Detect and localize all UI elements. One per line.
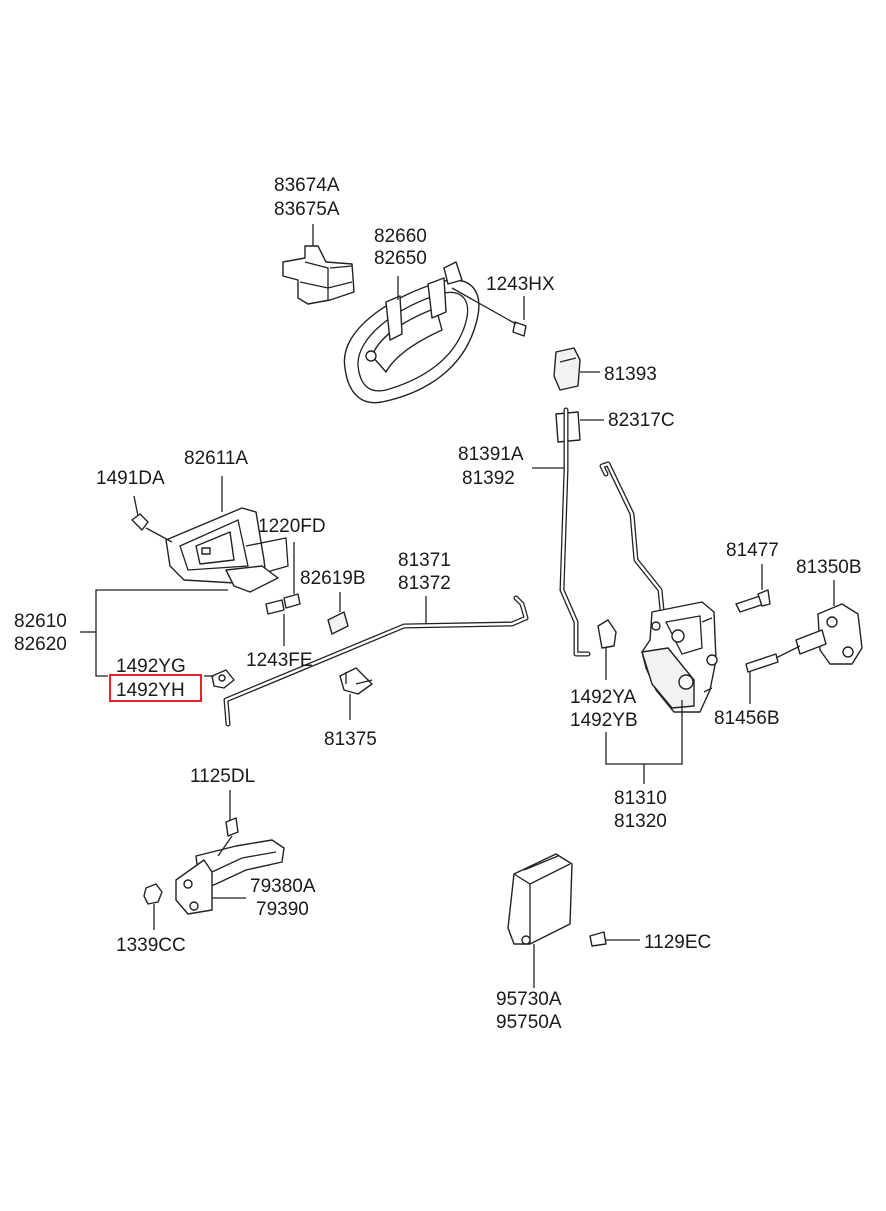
part-81393-clip[interactable]: [553, 347, 600, 391]
label-83674a: 83674A: [274, 175, 340, 196]
part-81375-clip[interactable]: [339, 667, 373, 720]
label-81456b: 81456B: [714, 708, 780, 729]
part-81310-door-latch[interactable]: [641, 601, 718, 713]
label-1492yg: 1492YG: [116, 656, 186, 677]
part-1243fe-screw[interactable]: [265, 599, 285, 646]
part-82611a-inside-handle[interactable]: [165, 476, 289, 593]
label-81375: 81375: [324, 729, 377, 750]
part-81391a-rod[interactable]: [532, 407, 591, 657]
label-1220fd: 1220FD: [258, 516, 326, 537]
part-82619b-pad[interactable]: [327, 592, 349, 635]
label-1243fe: 1243FE: [246, 650, 313, 671]
label-81350b: 81350B: [796, 557, 862, 578]
label-82620: 82620: [14, 634, 67, 655]
leader-81310: [605, 700, 683, 784]
label-82317c: 82317C: [608, 410, 675, 431]
part-82660-outside-handle[interactable]: [343, 261, 480, 404]
label-81391a: 81391A: [458, 444, 524, 465]
label-1492ya: 1492YA: [570, 687, 637, 708]
label-95750a: 95750A: [496, 1012, 562, 1033]
label-82660: 82660: [374, 226, 427, 247]
label-81310: 81310: [614, 788, 667, 809]
label-1129ec: 1129EC: [644, 932, 711, 953]
label-95730a: 95730A: [496, 989, 562, 1010]
part-1339cc-nut[interactable]: [143, 883, 163, 930]
label-82619b: 82619B: [300, 568, 366, 589]
label-79390: 79390: [256, 899, 309, 920]
part-1492yg-clip[interactable]: [204, 669, 235, 689]
part-83674a-cover[interactable]: [282, 224, 355, 305]
label-81371: 81371: [398, 550, 451, 571]
label-81372: 81372: [398, 573, 451, 594]
part-81477-bolt[interactable]: [735, 564, 771, 613]
part-95730a-module[interactable]: [507, 853, 573, 988]
part-81350b-striker[interactable]: [795, 580, 863, 665]
label-1491da: 1491DA: [96, 468, 165, 489]
highlight-box-1492yh: [109, 674, 202, 702]
part-81371-rod[interactable]: [223, 595, 529, 727]
part-79380a-door-checker[interactable]: [175, 790, 285, 915]
part-1492ya-clip[interactable]: [597, 619, 617, 680]
part-1220fd-screw[interactable]: [283, 542, 301, 609]
label-83675a: 83675A: [274, 199, 340, 220]
label-82610: 82610: [14, 611, 67, 632]
part-lock-link-rod[interactable]: [599, 461, 665, 613]
label-1125dl: 1125DL: [190, 766, 255, 787]
label-1243hx: 1243HX: [486, 274, 555, 295]
label-1492yh[interactable]: 1492YH: [116, 680, 185, 701]
label-1492yb: 1492YB: [570, 710, 638, 731]
label-1339cc: 1339CC: [116, 935, 186, 956]
label-81320: 81320: [614, 811, 667, 832]
label-81477: 81477: [726, 540, 779, 561]
part-81456b-bolt[interactable]: [745, 645, 801, 704]
part-82317c-clip[interactable]: [555, 411, 604, 443]
label-81393: 81393: [604, 364, 657, 385]
label-82650: 82650: [374, 248, 427, 269]
part-1243hx-screw[interactable]: [451, 287, 527, 337]
label-81392: 81392: [462, 468, 515, 489]
part-1491da-screw[interactable]: [131, 495, 173, 543]
part-1129ec-screw[interactable]: [589, 931, 640, 947]
label-79380a: 79380A: [250, 876, 316, 897]
leader-82610: [80, 589, 228, 677]
label-82611a: 82611A: [184, 448, 248, 469]
